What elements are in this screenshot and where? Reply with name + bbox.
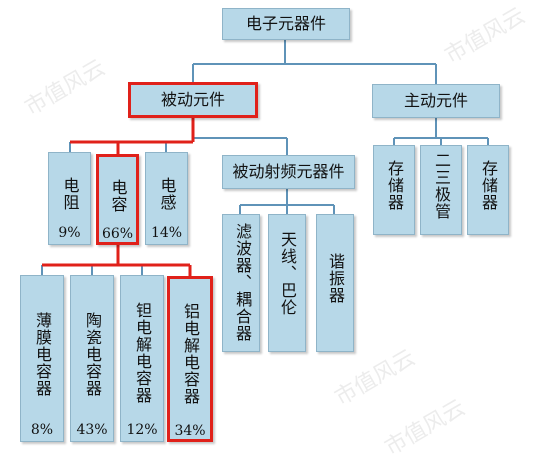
ceramic-capacitor-pct: 43% (76, 422, 108, 438)
active-storage-label-1: 存储器 (385, 160, 404, 211)
active-components-label: 主动元件 (403, 91, 468, 110)
capacitor-node: 电容 66% (96, 154, 139, 245)
rf-antenna-balun-node: 天线、巴伦 (268, 214, 306, 352)
film-capacitor-label: 薄膜电容器 (33, 312, 52, 397)
aluminum-capacitor-label: 铝电解电容器 (181, 303, 200, 405)
passive-rf-label: 被动射频元器件 (232, 162, 345, 181)
active-storage-node-1: 存储器 (373, 145, 415, 235)
inductor-label: 电感 (157, 177, 177, 211)
tantalum-capacitor-node: 钽电解电容器 12% (120, 275, 164, 442)
active-diode-triode-label: 二三极管 (432, 152, 451, 220)
root-node: 电子元器件 (222, 8, 350, 40)
rf-filter-coupler-label: 滤波器、耦合器 (233, 223, 252, 342)
inductor-node: 电感 14% (145, 152, 188, 245)
rf-antenna-balun-label: 天线、巴伦 (278, 231, 297, 316)
root-label: 电子元器件 (245, 14, 326, 33)
rf-resonator-node: 谐振器 (316, 214, 354, 352)
rf-filter-coupler-node: 滤波器、耦合器 (222, 214, 260, 352)
passive-components-label: 被动元件 (160, 90, 225, 109)
resistor-label: 电阻 (60, 177, 80, 211)
resistor-pct: 9% (58, 225, 81, 241)
inductor-pct: 14% (150, 225, 183, 241)
resistor-node: 电阻 9% (48, 152, 91, 245)
aluminum-capacitor-node: 铝电解电容器 34% (167, 276, 213, 442)
passive-components-node: 被动元件 (128, 82, 258, 118)
film-capacitor-pct: 8% (30, 422, 54, 438)
tantalum-capacitor-label: 钽电解电容器 (133, 302, 152, 404)
ceramic-capacitor-node: 陶瓷电容器 43% (70, 275, 114, 442)
active-storage-label-2: 存储器 (479, 160, 498, 211)
active-storage-node-2: 存储器 (467, 145, 509, 235)
passive-rf-node: 被动射频元器件 (222, 155, 355, 189)
film-capacitor-node: 薄膜电容器 8% (20, 275, 64, 442)
rf-resonator-label: 谐振器 (326, 253, 345, 304)
capacitor-label: 电容 (108, 179, 128, 213)
capacitor-pct: 66% (101, 226, 134, 242)
ceramic-capacitor-label: 陶瓷电容器 (83, 312, 102, 397)
aluminum-capacitor-pct: 34% (174, 423, 206, 439)
active-diode-triode-node: 二三极管 (420, 145, 462, 235)
tantalum-capacitor-pct: 12% (126, 422, 158, 438)
active-components-node: 主动元件 (372, 84, 500, 118)
